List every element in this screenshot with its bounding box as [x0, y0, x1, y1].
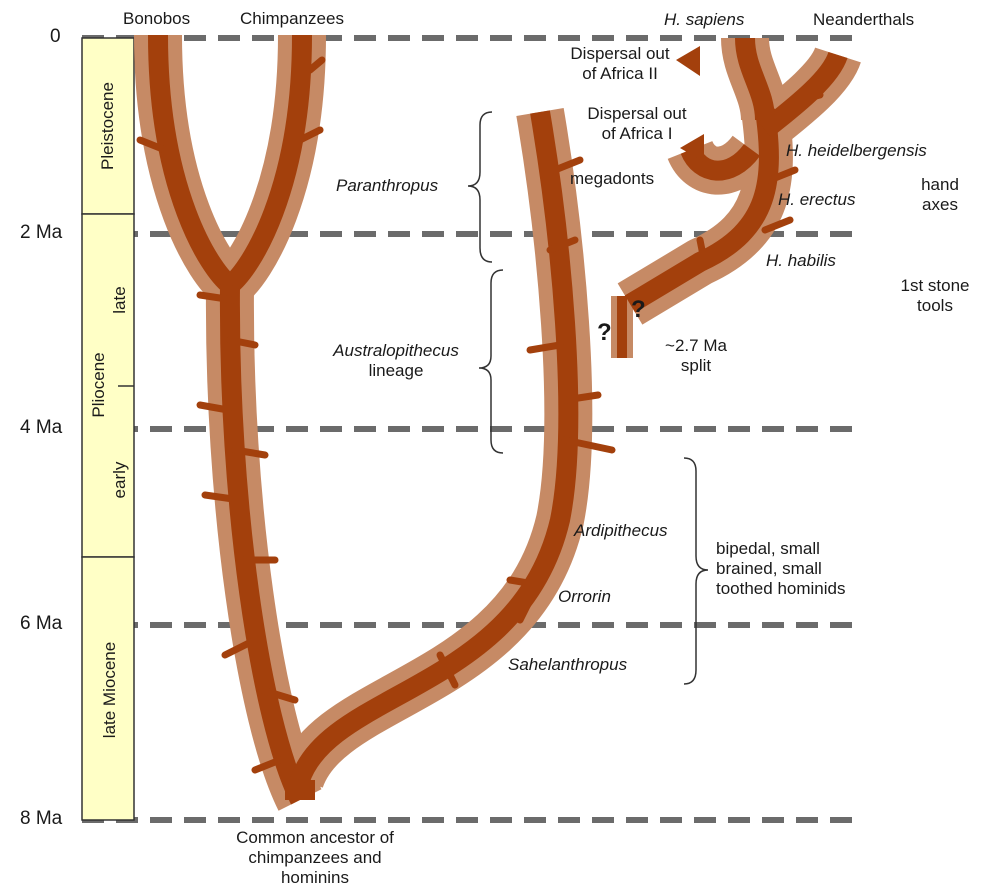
label-common-ancestor: Common ancestor of chimpanzees and homin…	[215, 828, 415, 888]
epoch-label-late-miocene: late Miocene	[100, 590, 120, 790]
label-split-line1: ~2.7 Ma	[646, 336, 746, 356]
label-split-line2: split	[646, 356, 746, 376]
label-bipedal-line2: brained, small	[716, 559, 845, 579]
label-common-ancestor-line3: hominins	[215, 868, 415, 888]
label-sahelanthropus: Sahelanthropus	[508, 655, 627, 675]
brace-paranthropus	[468, 112, 492, 262]
tick-label-2ma: 2 Ma	[20, 223, 62, 243]
label-h-habilis: H. habilis	[766, 251, 836, 271]
label-australopithecus: Australopithecus	[316, 341, 476, 361]
label-h-erectus: H. erectus	[778, 190, 855, 210]
label-dispersal-2: Dispersal out of Africa II	[560, 44, 680, 84]
label-common-ancestor-line2: chimpanzees and	[215, 848, 415, 868]
label-dispersal-2-line2: of Africa II	[560, 64, 680, 84]
label-bipedal-line3: toothed hominids	[716, 579, 845, 599]
label-stone-tools: 1st stone tools	[890, 276, 980, 316]
label-split: ~2.7 Ma split	[646, 336, 746, 376]
label-neanderthals: Neanderthals	[813, 10, 914, 30]
tick-label-0: 0	[50, 27, 61, 47]
tick-label-8ma: 8 Ma	[20, 809, 62, 829]
label-paranthropus: Paranthropus	[336, 176, 438, 196]
label-stone-tools-line2: tools	[890, 296, 980, 316]
label-dispersal-1-line1: Dispersal out	[577, 104, 697, 124]
brace-australopithecus	[479, 270, 503, 453]
label-chimpanzees: Chimpanzees	[240, 9, 344, 29]
label-ardipithecus: Ardipithecus	[574, 521, 668, 541]
label-stone-tools-line1: 1st stone	[890, 276, 980, 296]
question-mark-right: ?	[631, 300, 646, 320]
epoch-label-pleistocene: Pleistocene	[98, 26, 118, 226]
label-bipedal-line1: bipedal, small	[716, 539, 845, 559]
label-dispersal-1: Dispersal out of Africa I	[577, 104, 697, 144]
label-hand-axes: hand axes	[905, 175, 975, 215]
label-bonobos: Bonobos	[123, 9, 190, 29]
label-australopithecus-group: Australopithecus lineage	[316, 341, 476, 381]
label-h-sapiens: H. sapiens	[664, 10, 744, 30]
tick-label-6ma: 6 Ma	[20, 614, 62, 634]
label-h-heidelbergensis: H. heidelbergensis	[786, 141, 927, 161]
label-dispersal-2-line1: Dispersal out	[560, 44, 680, 64]
tick-label-4ma: 4 Ma	[20, 418, 62, 438]
label-hand-axes-line1: hand	[905, 175, 975, 195]
label-hand-axes-line2: axes	[905, 195, 975, 215]
epoch-label-pliocene-late: late	[110, 200, 130, 400]
question-mark-left: ?	[597, 323, 612, 343]
brace-bipedal	[684, 458, 708, 684]
label-lineage: lineage	[316, 361, 476, 381]
label-megadonts: megadonts	[570, 169, 654, 189]
epoch-label-pliocene-early: early	[110, 380, 130, 580]
label-orrorin: Orrorin	[558, 587, 611, 607]
epoch-label-pliocene: Pliocene	[89, 285, 109, 485]
label-dispersal-1-line2: of Africa I	[577, 124, 697, 144]
label-common-ancestor-line1: Common ancestor of	[215, 828, 415, 848]
label-bipedal: bipedal, small brained, small toothed ho…	[716, 539, 845, 599]
